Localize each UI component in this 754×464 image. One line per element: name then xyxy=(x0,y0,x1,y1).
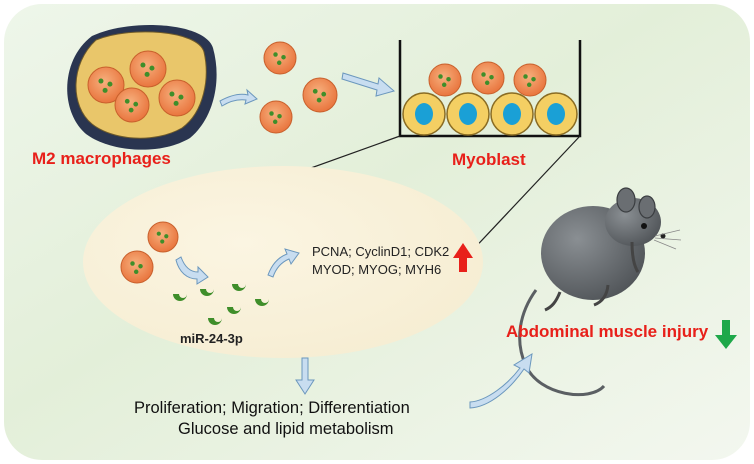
vesicle-dot xyxy=(273,52,278,57)
vesicle-dot xyxy=(160,239,165,244)
vesicle-dot xyxy=(98,78,104,84)
vesicle-dot xyxy=(102,87,108,93)
vesicle-dot xyxy=(138,263,143,269)
mouse-illustration xyxy=(518,187,682,397)
arrow-vesicles-to-markers xyxy=(267,248,300,278)
free-macrophages xyxy=(259,41,338,134)
exosome-vesicles xyxy=(173,284,269,325)
vesicle-dot xyxy=(277,113,282,119)
mirna-label: miR-24-3p xyxy=(180,331,243,346)
vesicle-dot xyxy=(149,65,155,71)
ellipse-macrophages xyxy=(120,221,179,284)
vesicle-dot xyxy=(164,234,169,239)
vesicle-dot xyxy=(178,94,184,100)
vesicle-dot xyxy=(316,97,322,103)
vesicle-dot xyxy=(321,91,327,97)
markers-line-1: PCNA; CyclinD1; CDK2 xyxy=(312,244,450,259)
vesicle-dot xyxy=(173,100,179,106)
vesicle-dot xyxy=(169,91,175,97)
vesicle-dot xyxy=(130,261,135,266)
arrow-tissue-to-cells xyxy=(219,88,258,107)
vesicle-dot xyxy=(438,74,443,79)
tissue-macrophages xyxy=(87,50,196,123)
m2-macrophages-label: M2 macrophages xyxy=(32,149,171,168)
arrow-to-outcome xyxy=(295,357,315,395)
arrow-cells-to-well xyxy=(341,72,396,97)
outcome-line-1: Proliferation; Migration; Differentiatio… xyxy=(134,399,410,417)
myoblast-cells xyxy=(402,92,578,136)
vesicle-dot xyxy=(144,71,150,77)
vesicle-dot xyxy=(140,62,146,68)
well-macrophages xyxy=(428,61,547,97)
up-arrow-icon xyxy=(453,243,473,272)
vesicle-dot xyxy=(272,119,278,125)
injury-label: Abdominal muscle injury xyxy=(506,322,709,341)
myoblast-label: Myoblast xyxy=(452,150,526,169)
arrow-outcome-to-injury xyxy=(469,353,533,409)
vesicle-dot xyxy=(156,231,161,236)
vesicle-dot xyxy=(276,60,282,66)
vesicle-dot xyxy=(523,74,528,79)
vesicle-dot xyxy=(269,111,274,116)
vesicle-dot xyxy=(489,74,494,80)
vesicle-dot xyxy=(446,76,451,82)
arrow-macrophage-to-vesicles xyxy=(175,256,209,285)
vesicle-dot xyxy=(133,269,139,275)
vesicle-dot xyxy=(484,80,490,86)
vesicle-dot xyxy=(128,107,134,113)
vesicle-dot xyxy=(441,82,447,88)
down-arrow-icon xyxy=(715,320,737,349)
vesicle-dot xyxy=(107,81,113,87)
vesicle-dot xyxy=(281,54,286,60)
vesicle-dot xyxy=(312,88,318,94)
vesicle-dot xyxy=(531,76,536,82)
vesicle-dot xyxy=(481,72,486,77)
culture-well xyxy=(398,40,582,138)
markers-line-2: MYOD; MYOG; MYH6 xyxy=(312,262,442,277)
vesicle-dot xyxy=(133,101,139,107)
outcome-line-2: Glucose and lipid metabolism xyxy=(178,420,394,438)
vesicle-dot xyxy=(124,98,130,104)
flow-arrows xyxy=(175,72,533,409)
vesicle-dot xyxy=(526,82,532,88)
